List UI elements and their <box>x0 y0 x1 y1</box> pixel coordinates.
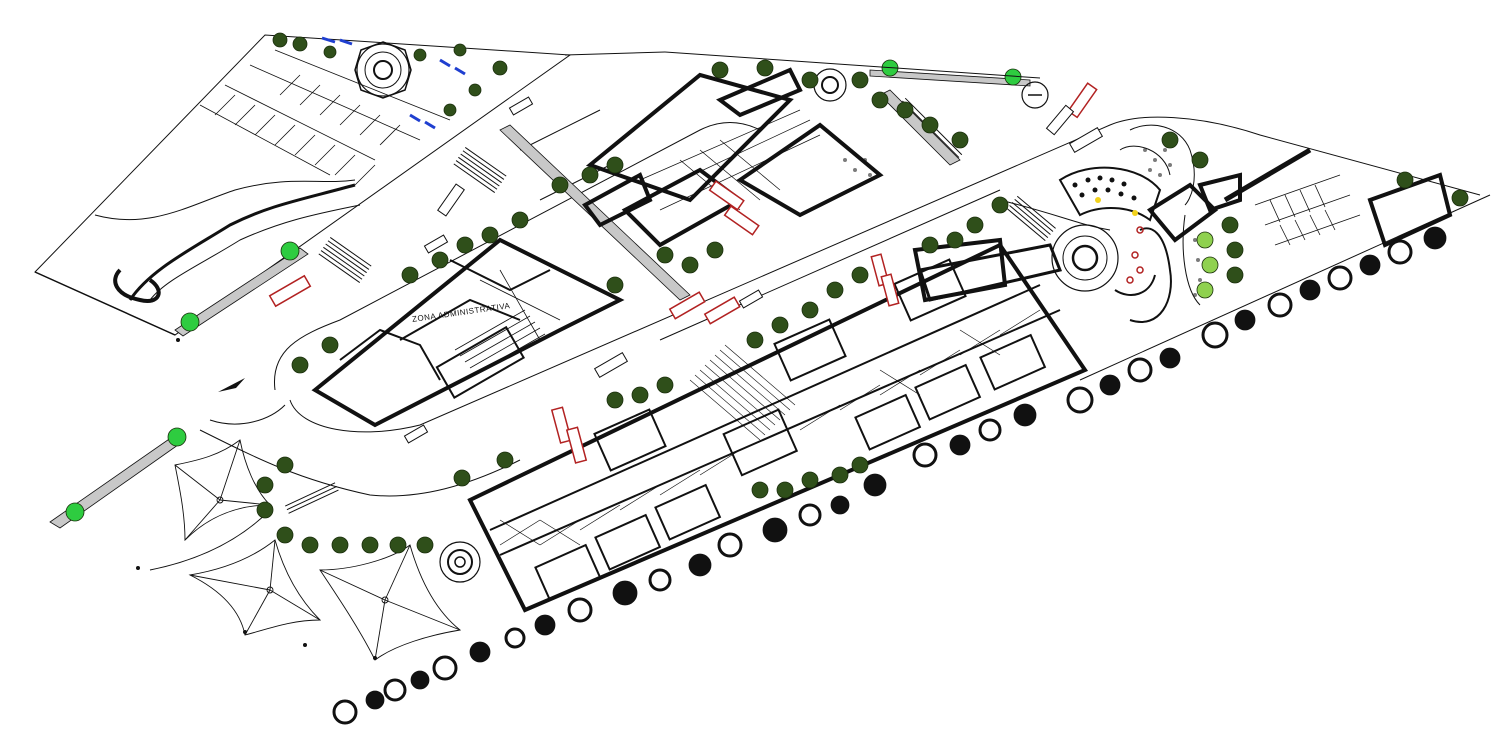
yellow-highlights <box>1095 197 1138 216</box>
pavilion-seating <box>1072 175 1137 201</box>
roundabout-icon <box>354 41 412 99</box>
main-road <box>199 109 1481 497</box>
vehicles <box>268 82 1104 464</box>
hatched-walkways <box>49 69 1031 529</box>
north-east-parking <box>1254 174 1361 246</box>
central-hatched-plaza <box>689 344 796 441</box>
parking-stalls <box>199 49 451 186</box>
east-roundabout <box>1051 224 1119 292</box>
tree-icon <box>256 32 1469 554</box>
south-boundary-trees <box>332 226 1447 725</box>
south-building-rooms <box>534 258 1047 601</box>
accessible-parking-markers <box>321 36 466 130</box>
north-arrow-icon <box>218 378 245 392</box>
pedestrian-crossings <box>285 97 1056 514</box>
east-garden-crescent <box>1119 124 1201 306</box>
north-roundabout <box>813 68 1049 109</box>
south-roundabout <box>439 541 481 583</box>
east-semicircle-pavilion <box>1058 166 1172 323</box>
red-seating-markers <box>1126 226 1144 284</box>
dimension-ticks <box>136 338 377 660</box>
tensile-canopy-icon <box>149 439 462 661</box>
administrative-zone <box>311 237 625 428</box>
north-east-buildings <box>1146 147 1453 248</box>
administrative-zone-grid <box>454 269 561 375</box>
site-boundary <box>564 51 1491 381</box>
north-west-parking-zone <box>34 34 572 336</box>
east-connector <box>912 237 1063 303</box>
south-building-lattice <box>499 309 1041 546</box>
highlighted-tree-icon <box>65 59 1219 522</box>
garden-planting <box>843 148 1202 297</box>
